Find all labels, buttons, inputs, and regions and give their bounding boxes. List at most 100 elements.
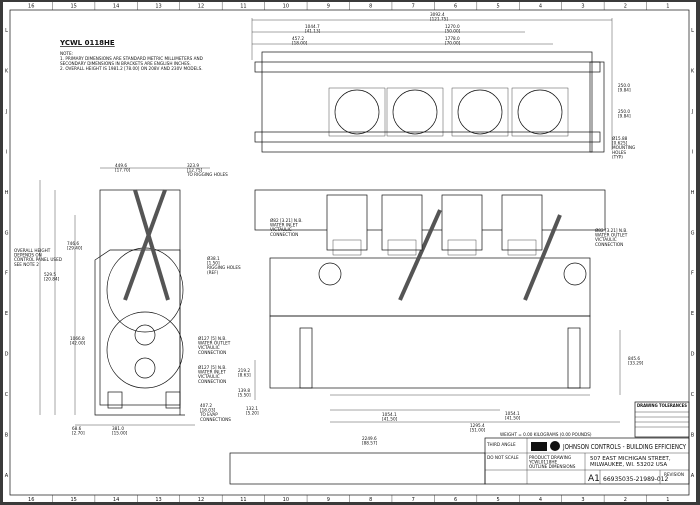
grid-column-label: 16 <box>28 497 34 503</box>
dim-side-bottom-b: 381.0[15.00] <box>112 426 128 436</box>
grid-row-label: D <box>5 352 9 358</box>
dim-side-bottom-a: 68.6[2.70] <box>72 426 85 436</box>
tolerances-heading: DRAWING TOLERANCES <box>637 403 687 408</box>
drawing-number: 035-21989-012 <box>622 476 669 483</box>
grid-row-label: K <box>5 69 9 75</box>
grid-row-label: L <box>691 28 694 34</box>
note-line: 2. OVERALL HEIGHT IS 1981.2 [78.00] ON 2… <box>60 66 203 71</box>
dim-front-w-a: 1054.1[41.50] <box>382 412 398 422</box>
grid-column-label: 12 <box>198 4 204 10</box>
grid-column-label: 7 <box>412 4 415 10</box>
compressor-front <box>441 194 483 251</box>
side-view <box>39 167 210 426</box>
grid-row-label: F <box>5 271 8 277</box>
tolerance-table <box>634 401 690 438</box>
grid-row-label: C <box>691 392 695 398</box>
dim-front-h-right: 845.6[33.29] <box>628 356 644 366</box>
paper <box>3 2 696 502</box>
company-address: 507 EAST MICHIGAN STREET,MILWAUKEE, WI. … <box>590 456 671 468</box>
dim-top-d: 1778.0[70.00] <box>445 36 461 46</box>
dim-front-h-b: 139.8[5.50] <box>238 388 251 398</box>
grid-row-label: A <box>691 473 695 479</box>
grid-row-label: B <box>5 432 9 438</box>
grid-column-label: 2 <box>624 497 627 503</box>
grid-column-label: 11 <box>240 497 246 503</box>
dim-side-height-c: 1066.8[42.00] <box>70 336 86 346</box>
front-view <box>254 189 621 423</box>
grid-row-label: I <box>6 149 7 155</box>
grid-column-label: 12 <box>198 497 204 503</box>
grid-column-label: 16 <box>28 4 34 10</box>
grid-column-label: 15 <box>70 497 76 503</box>
compressor-top <box>334 89 380 135</box>
dim-overall-length: 3092.4[121.75] <box>430 12 448 22</box>
grid-column-label: 1 <box>666 4 669 10</box>
revision-label: REVISION <box>664 472 684 477</box>
grid-column-label: 13 <box>155 4 161 10</box>
grid-column-label: 1 <box>666 497 669 503</box>
note-line: SECONDARY DIMENSIONS IN BRACKETS ARE ENG… <box>60 61 191 66</box>
grid-row-label: J <box>691 109 693 115</box>
grid-column-label: 3 <box>581 4 584 10</box>
compressor-top <box>517 89 563 135</box>
do-not-scale: DO NOT SCALE <box>487 455 519 460</box>
compressor-front <box>501 194 543 251</box>
grid-row-label: L <box>5 28 8 34</box>
dim-top-right-2: 250.0[9.84] <box>618 109 631 119</box>
grid-row-label: I <box>692 149 693 155</box>
dim-front-w-c: 1295.4[51.00] <box>470 423 486 433</box>
cage-code: 66935 <box>603 476 622 483</box>
grid-row-label: K <box>691 69 695 75</box>
grid-column-label: 10 <box>283 4 289 10</box>
grid-column-label: 5 <box>496 4 499 10</box>
dim-top-right-1: 250.0[9.84] <box>618 83 631 93</box>
grid-column-label: 4 <box>539 497 542 503</box>
rigging-holes-note: Ø38.1[1.50]RIGGING HOLES(REF) <box>207 256 241 275</box>
grid-column-label: 7 <box>412 497 415 503</box>
compressor-top <box>457 89 503 135</box>
grid-column-label: 6 <box>454 497 457 503</box>
dim-top-b: 1270.0[50.00] <box>445 24 461 34</box>
grid-row-label: G <box>5 230 9 236</box>
grid-column-label: 4 <box>539 4 542 10</box>
dim-side-height-a: 746.6[29.40] <box>67 241 83 251</box>
grid-column-label: 8 <box>369 497 372 503</box>
grid-row-label: B <box>691 432 695 438</box>
grid-column-label: 14 <box>113 497 119 503</box>
dim-top-c: 457.2[18.00] <box>292 36 308 46</box>
johnson-controls-logo <box>531 442 547 451</box>
grid-reference-labels: 1616151514141313121211111010998877665544… <box>5 2 695 503</box>
grid-column-label: 3 <box>581 497 584 503</box>
grid-column-label: 11 <box>240 4 246 10</box>
dim-top-a: 1044.7[41.13] <box>305 24 321 34</box>
grid-column-label: 13 <box>155 497 161 503</box>
dim-side-height-b: 529.5[20.84] <box>44 272 60 282</box>
dim-front-h-c: 132.1[5.20] <box>246 406 259 416</box>
grid-column-label: 9 <box>327 4 330 10</box>
logo-globe-icon <box>550 441 560 451</box>
grid-column-label: 14 <box>113 4 119 10</box>
grid-row-label: F <box>691 271 694 277</box>
dim-side-width: 449.6[17.70] <box>115 163 131 173</box>
grid-row-label: H <box>691 190 695 196</box>
grid-column-label: 6 <box>454 4 457 10</box>
compressor-front <box>326 194 368 251</box>
grid-row-label: H <box>5 190 9 196</box>
notes-heading: NOTE: <box>60 51 73 56</box>
top-view <box>251 18 613 153</box>
projection-label: THIRD ANGLE <box>486 442 516 447</box>
grid-row-label: E <box>691 311 694 317</box>
grid-column-label: 8 <box>369 4 372 10</box>
company-name: JOHNSON CONTROLS - BUILDING EFFICIENCY <box>562 443 686 451</box>
grid-row-label: C <box>5 392 9 398</box>
model-title: YCWL 0118HE <box>59 39 115 47</box>
